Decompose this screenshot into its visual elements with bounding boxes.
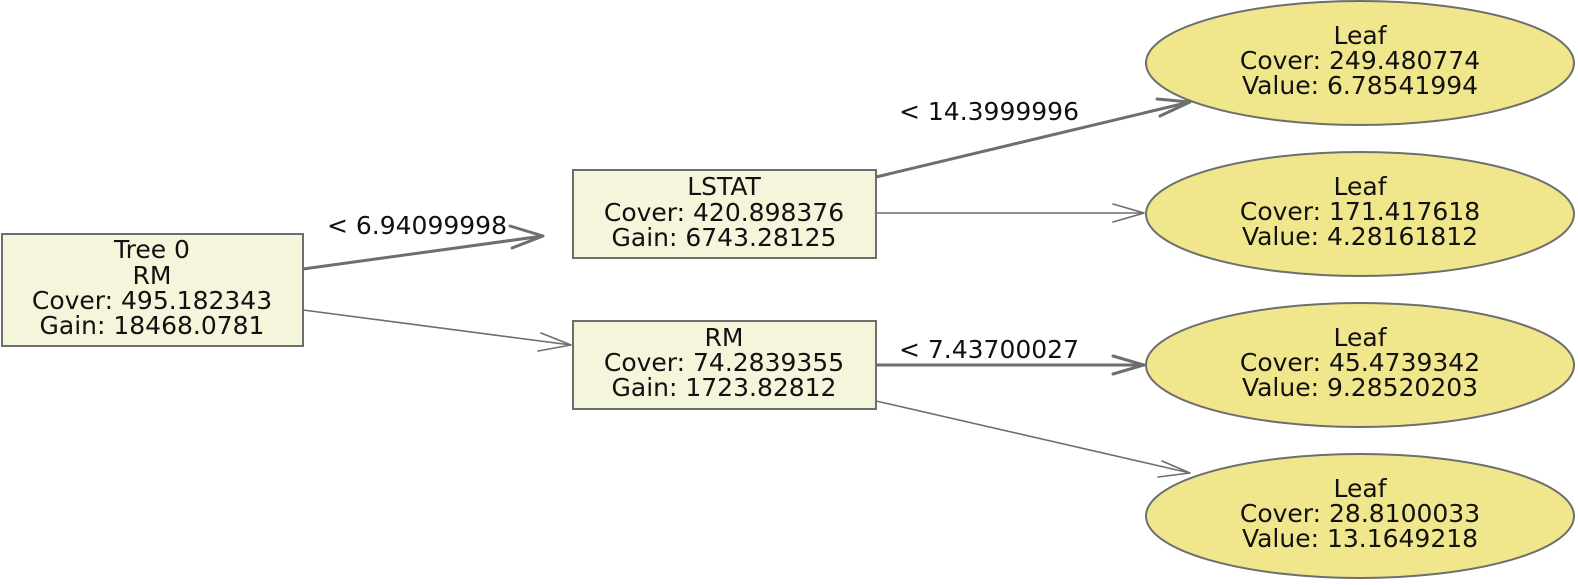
edge-lstat-to-leaf1 (875, 97, 1192, 179)
node-leaf-2-shape (1145, 151, 1575, 277)
edge-root-to-rm (302, 309, 572, 352)
node-leaf-3-shape (1145, 302, 1575, 428)
node-lstat-gain: Gain: 6743.28125 (612, 223, 837, 252)
node-leaf-1-shape (1145, 0, 1575, 126)
edge-rm-to-leaf3 (876, 354, 1146, 376)
edge-root-to-lstat (302, 224, 545, 271)
node-root-box (1, 233, 304, 347)
node-leaf-1-value: Value: 6.78541994 (1242, 71, 1478, 100)
node-root-cover: Cover: 495.182343 (32, 286, 272, 315)
node-rm-feature: RM (705, 323, 744, 352)
node-rm-gain: Gain: 1723.82812 (612, 373, 837, 402)
node-leaf-1-cover: Cover: 249.480774 (1240, 46, 1480, 75)
node-leaf-4-shape (1145, 453, 1575, 579)
node-leaf-2-cover: Cover: 171.417618 (1240, 197, 1480, 226)
node-leaf-3-cover: Cover: 45.4739342 (1240, 348, 1480, 377)
node-root: Tree 0 RM Cover: 495.182343 Gain: 18468.… (1, 233, 304, 347)
node-lstat-feature: LSTAT (687, 172, 761, 201)
node-leaf-4-cover: Cover: 28.8100033 (1240, 499, 1480, 528)
node-root-feature: RM (133, 261, 172, 290)
node-root-gain: Gain: 18468.0781 (40, 311, 265, 340)
node-leaf-2-title: Leaf (1334, 172, 1388, 201)
node-leaf-1: Leaf Cover: 249.480774 Value: 6.78541994 (1145, 0, 1575, 126)
node-root-title: Tree 0 (113, 235, 190, 264)
edge-label-root-to-lstat: < 6.94099998 (327, 211, 507, 240)
node-leaf-4-title: Leaf (1334, 474, 1388, 503)
node-rm: RM Cover: 74.2839355 Gain: 1723.82812 (572, 320, 877, 410)
node-leaf-2: Leaf Cover: 171.417618 Value: 4.28161812 (1145, 151, 1575, 277)
node-leaf-4-value: Value: 13.1649218 (1242, 524, 1478, 553)
edge-label-rm-to-leaf3: < 7.43700027 (899, 335, 1079, 364)
node-leaf-3: Leaf Cover: 45.4739342 Value: 9.28520203 (1145, 302, 1575, 428)
node-leaf-1-title: Leaf (1334, 21, 1388, 50)
node-lstat-cover: Cover: 420.898376 (604, 198, 844, 227)
node-rm-box (572, 320, 877, 410)
edge-label-lstat-to-leaf1: < 14.3999996 (899, 97, 1079, 126)
edge-lstat-to-leaf2 (876, 203, 1145, 223)
node-rm-cover: Cover: 74.2839355 (604, 348, 844, 377)
node-leaf-3-title: Leaf (1334, 323, 1388, 352)
edge-rm-to-leaf4 (875, 400, 1191, 478)
node-leaf-3-value: Value: 9.28520203 (1242, 373, 1478, 402)
node-leaf-4: Leaf Cover: 28.8100033 Value: 13.1649218 (1145, 453, 1575, 579)
node-lstat: LSTAT Cover: 420.898376 Gain: 6743.28125 (572, 169, 877, 259)
node-lstat-box (572, 169, 877, 259)
node-leaf-2-value: Value: 4.28161812 (1242, 222, 1478, 251)
